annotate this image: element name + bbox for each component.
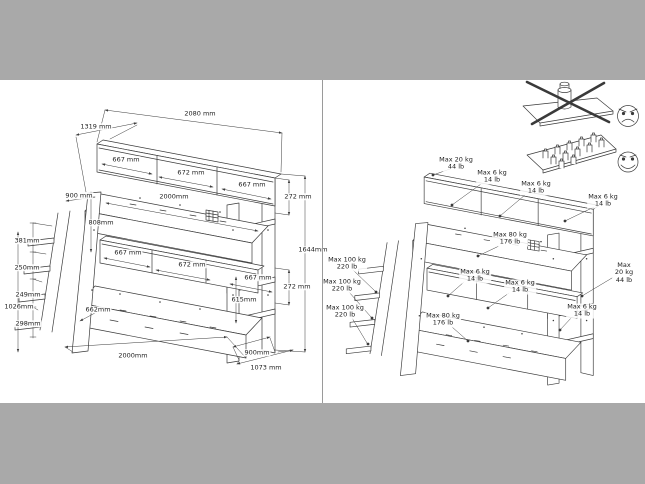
weight-leader-lines <box>348 168 613 346</box>
distributed-load-icon <box>526 132 617 174</box>
angry-face-icon <box>617 105 639 127</box>
happy-face-icon <box>617 151 639 173</box>
small-bottles <box>542 132 605 169</box>
technical-drawing <box>14 80 639 386</box>
instruction-sheet: 2080 mm 1319 mm 667 mm 672 mm 667 mm 900… <box>0 80 645 403</box>
right-bed-drawing <box>345 172 600 386</box>
no-concentrated-load-icon <box>522 80 614 127</box>
page-divider <box>322 80 323 403</box>
